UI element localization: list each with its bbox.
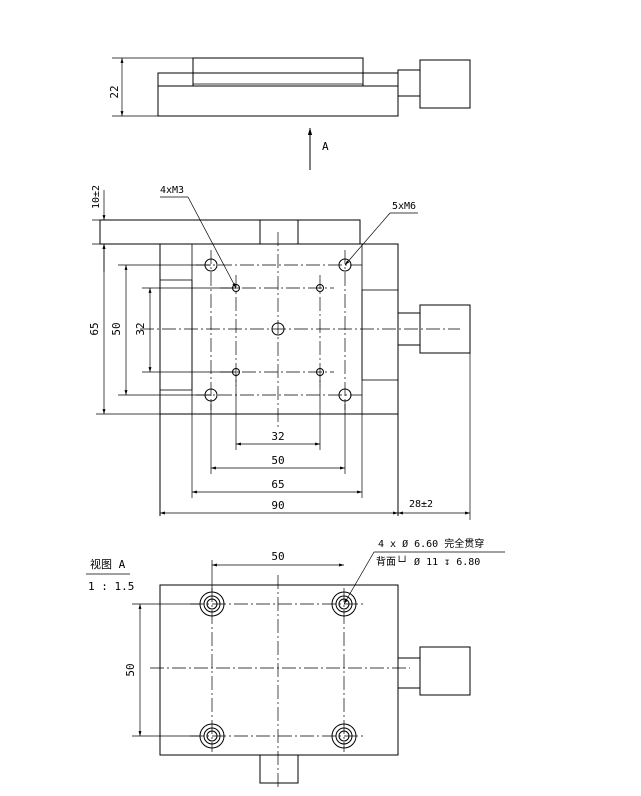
main-top-tab	[259, 219, 299, 245]
view-a-dim-width-50: 50	[271, 550, 284, 563]
dim-width-65: 65	[271, 478, 284, 491]
view-a-knob	[419, 646, 471, 696]
top-view: 22 A	[108, 57, 471, 170]
main-base-sides	[159, 414, 399, 516]
view-arrow-label: A	[322, 140, 329, 153]
dim-height-65: 65	[88, 322, 101, 335]
view-a-title: 视图 A	[90, 557, 126, 571]
counterbore-hole	[331, 723, 357, 749]
hole-m6	[338, 258, 352, 272]
main-top-outline	[99, 219, 361, 245]
view-a-plate	[159, 584, 399, 756]
top-view-knob-neck	[397, 69, 421, 97]
view-a-scale: 1 : 1.5	[88, 580, 134, 593]
counterbore-hole	[331, 591, 357, 617]
main-knob	[419, 304, 471, 354]
view-a-tab	[259, 754, 299, 784]
hole-m6	[271, 322, 285, 336]
callout-m6: 5xM6	[392, 201, 416, 212]
view-a-knob-neck	[397, 657, 421, 689]
hole-m3	[316, 368, 324, 376]
view-a-dim-height-50: 50	[124, 663, 137, 676]
top-view-base	[157, 85, 399, 117]
dim-height-50: 50	[110, 322, 123, 335]
view-a: 视图 A 1 : 1.5 50	[86, 537, 505, 790]
dim-height-32: 32	[134, 322, 147, 335]
dim-top-offset: 10±2	[91, 185, 102, 209]
hole-m3	[316, 284, 324, 292]
callout-m3: 4xM3	[160, 185, 184, 196]
dim-width-32: 32	[271, 430, 284, 443]
dim-width-90: 90	[271, 499, 284, 512]
top-view-table	[192, 57, 364, 87]
hole-note-line2: 背面└┘ Ø 11 ↧ 6.80	[376, 555, 480, 568]
dim-height-22: 22	[108, 85, 121, 98]
hole-note-line1: 4 x Ø 6.60 完全贯穿	[378, 537, 484, 550]
main-view: 4xM3 5xM6 10±2 65 50 32 32 50	[88, 185, 471, 520]
dim-knob: 28±2	[409, 499, 433, 510]
top-view-knob	[419, 59, 471, 109]
dim-width-50: 50	[271, 454, 284, 467]
